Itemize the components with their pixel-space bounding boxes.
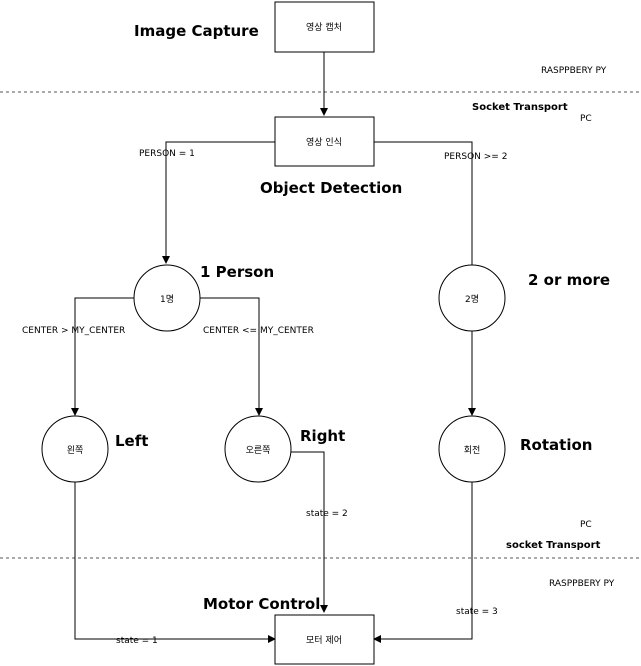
- edge-1person-to-right: [200, 297, 263, 416]
- edge-left-to-motor: [74, 482, 276, 643]
- node-right-label: 오른쪽: [246, 445, 271, 456]
- title-one-person: 1 Person: [200, 263, 274, 281]
- title-left: Left: [115, 432, 148, 450]
- node-left: [41, 415, 109, 483]
- title-rotation: Rotation: [520, 436, 592, 454]
- node-two-person-label: 2명: [465, 294, 479, 305]
- zone-top-pc: PC: [580, 114, 592, 124]
- node-motor-control: [274, 614, 375, 665]
- title-two-or-more: 2 or more: [528, 271, 610, 289]
- node-image-recognition: [274, 116, 375, 167]
- edge-right-to-motor: [291, 451, 328, 613]
- title-motor-control: Motor Control: [203, 595, 320, 613]
- zone-top-device: RASPPBERY PY: [541, 66, 607, 76]
- zone-bottom-pc: PC: [580, 520, 592, 530]
- node-left-label: 왼쪽: [67, 445, 84, 456]
- zone-top-transport: Socket Transport: [472, 102, 568, 113]
- edge-recognition-to-1person: [162, 141, 275, 264]
- edge-label-person-eq-1: PERSON = 1: [139, 149, 195, 159]
- title-object-detection: Object Detection: [260, 179, 402, 197]
- title-right: Right: [300, 427, 345, 445]
- edge-1person-to-left: [71, 297, 134, 416]
- edge-label-center-le: CENTER <= MY_CENTER: [203, 326, 314, 336]
- node-image-recognition-label: 영상 인식: [306, 137, 342, 148]
- edge-label-state-1: state = 1: [116, 636, 158, 646]
- node-one-person: [133, 264, 201, 332]
- zone-bottom-device: RASPPBERY PY: [549, 579, 615, 589]
- node-two-person: [438, 264, 506, 332]
- edge-label-state-2: state = 2: [306, 509, 348, 519]
- edge-label-person-ge-2: PERSON >= 2: [444, 152, 507, 162]
- edge-label-center-gt: CENTER > MY_CENTER: [22, 326, 125, 336]
- edge-recognition-to-2person: [374, 141, 476, 274]
- node-rotation: [438, 415, 506, 483]
- zone-bottom-transport: socket Transport: [506, 540, 601, 551]
- edge-rotation-to-motor: [373, 482, 473, 643]
- edge-label-state-3: state = 3: [456, 607, 498, 617]
- title-image-capture: Image Capture: [134, 22, 259, 40]
- node-image-capture: [274, 1, 375, 53]
- node-image-capture-label: 영상 캡처: [306, 21, 342, 33]
- node-motor-control-label: 모터 제어: [306, 635, 342, 646]
- node-right: [224, 415, 292, 483]
- node-rotation-label: 회전: [464, 445, 481, 456]
- node-one-person-label: 1명: [160, 294, 174, 305]
